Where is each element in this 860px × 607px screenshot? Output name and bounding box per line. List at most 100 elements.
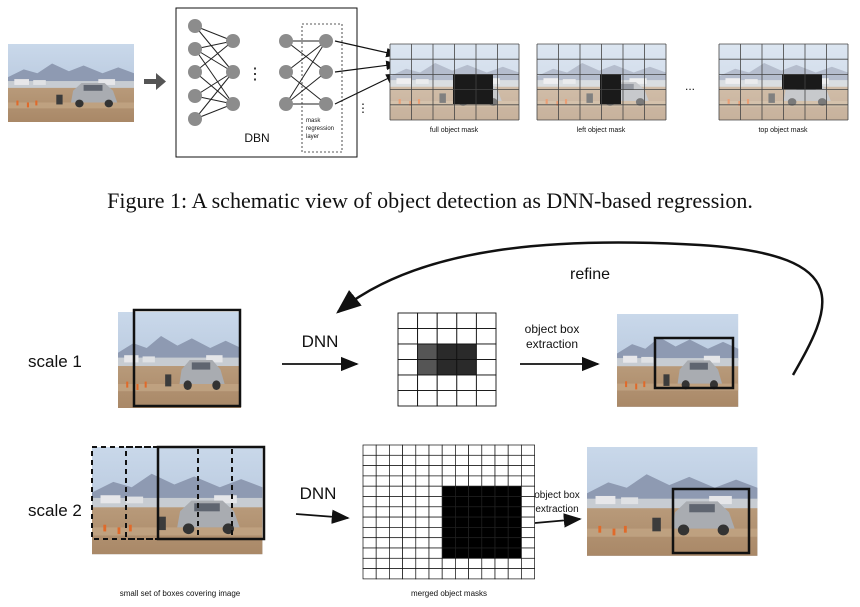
mask-cell bbox=[415, 547, 430, 559]
mask-cell bbox=[475, 374, 497, 391]
mask-cell bbox=[402, 568, 417, 580]
mask-cell bbox=[415, 496, 430, 508]
regression-label-2: regression bbox=[306, 126, 334, 132]
dbn-label: DBN bbox=[244, 131, 269, 145]
mask-cell bbox=[402, 516, 417, 528]
mask-cell bbox=[475, 343, 497, 360]
mask-cell bbox=[507, 475, 522, 487]
mask-cell bbox=[428, 465, 443, 477]
refine-arrow bbox=[336, 241, 824, 376]
mask-cell bbox=[456, 390, 477, 407]
mask-cell bbox=[455, 506, 469, 518]
mask-cell bbox=[389, 568, 403, 580]
mask-cell bbox=[362, 557, 377, 569]
top-mask-label: top object mask bbox=[758, 127, 808, 134]
mask-cell bbox=[455, 465, 469, 477]
mask-cell bbox=[481, 506, 496, 518]
network-nodes bbox=[188, 19, 333, 126]
mask-cell bbox=[455, 454, 469, 466]
mask-cell bbox=[468, 444, 483, 456]
figure1-caption: Figure 1: A schematic view of object det… bbox=[107, 188, 753, 213]
figure1: ⋮ DBN mask regression layer ⋮ ... bbox=[8, 7, 849, 213]
mask-cell bbox=[389, 454, 403, 466]
mask-cell bbox=[494, 527, 509, 539]
mask-cell bbox=[468, 547, 483, 559]
mask-cell bbox=[521, 506, 535, 518]
mask-cell bbox=[441, 475, 456, 487]
mask-cell bbox=[415, 444, 430, 456]
mask-cell bbox=[455, 496, 469, 508]
mask-cell bbox=[494, 444, 509, 456]
mask-cell bbox=[417, 390, 438, 407]
mask-ellipsis: ... bbox=[685, 79, 695, 93]
mask-cell bbox=[362, 485, 377, 497]
mask-cell bbox=[521, 475, 535, 487]
scale2-extraction-label-2: extraction bbox=[535, 504, 578, 515]
mask-cell bbox=[362, 475, 377, 487]
mask-cell bbox=[375, 557, 390, 569]
refine-label: refine bbox=[570, 266, 610, 283]
scale2-input-photo bbox=[91, 445, 266, 555]
mask-cell bbox=[455, 485, 469, 497]
mask-cell bbox=[507, 568, 522, 580]
mask-cell bbox=[521, 537, 535, 549]
mask-cell bbox=[494, 496, 509, 508]
mask-cell bbox=[455, 537, 469, 549]
mask-cell bbox=[507, 557, 522, 569]
mask-cell bbox=[375, 465, 390, 477]
mask-cell bbox=[481, 557, 496, 569]
input-arrow bbox=[144, 73, 166, 90]
mask-cell bbox=[436, 390, 458, 407]
mask-cell bbox=[402, 444, 417, 456]
mask-cell bbox=[415, 568, 430, 580]
mask-cell bbox=[389, 537, 403, 549]
scale2-extraction-arrow bbox=[534, 513, 582, 528]
mask-cell bbox=[507, 485, 522, 497]
mask-cell bbox=[436, 343, 458, 360]
mask-cell bbox=[428, 568, 443, 580]
mask-cell bbox=[375, 537, 390, 549]
top-object-mask bbox=[718, 43, 849, 121]
mask-cell bbox=[362, 454, 377, 466]
mask-cell bbox=[481, 547, 496, 559]
mask-cell bbox=[507, 506, 522, 518]
mask-cell bbox=[494, 547, 509, 559]
mask-cell bbox=[397, 343, 419, 360]
mask-cell bbox=[389, 475, 403, 487]
mask-cell bbox=[375, 547, 390, 559]
mask-cell bbox=[521, 568, 535, 580]
mask-cell bbox=[441, 516, 456, 528]
mask-cell bbox=[456, 312, 477, 329]
mask-cell bbox=[415, 475, 430, 487]
mask-cell bbox=[494, 485, 509, 497]
scale1-label: scale 1 bbox=[28, 352, 82, 371]
mask-cell bbox=[521, 485, 535, 497]
mask-cell bbox=[441, 568, 456, 580]
mask-cell bbox=[481, 485, 496, 497]
mask-cell bbox=[507, 465, 522, 477]
mask-cell bbox=[375, 506, 390, 518]
mask-cell bbox=[456, 374, 477, 391]
mask-cell bbox=[362, 496, 377, 508]
mask-cell bbox=[468, 485, 483, 497]
mask-cell bbox=[402, 485, 417, 497]
mask-cell bbox=[468, 506, 483, 518]
mask-cell bbox=[455, 444, 469, 456]
mask-cell bbox=[475, 328, 497, 345]
regression-layer-box bbox=[301, 23, 343, 153]
mask-cell bbox=[417, 359, 438, 376]
mask-cell bbox=[468, 557, 483, 569]
mask-cell bbox=[402, 527, 417, 539]
mask-cell bbox=[402, 537, 417, 549]
mask-cell bbox=[362, 527, 377, 539]
mask-cell bbox=[521, 547, 535, 559]
mask-cell bbox=[417, 328, 438, 345]
mask-cell bbox=[455, 527, 469, 539]
mask-cell bbox=[415, 454, 430, 466]
mask-cell bbox=[441, 454, 456, 466]
mask-cell bbox=[428, 537, 443, 549]
mask-cell bbox=[362, 444, 377, 456]
mask-cell bbox=[441, 527, 456, 539]
mask-cell bbox=[507, 527, 522, 539]
scale2-left-caption: small set of boxes covering image bbox=[120, 589, 241, 598]
